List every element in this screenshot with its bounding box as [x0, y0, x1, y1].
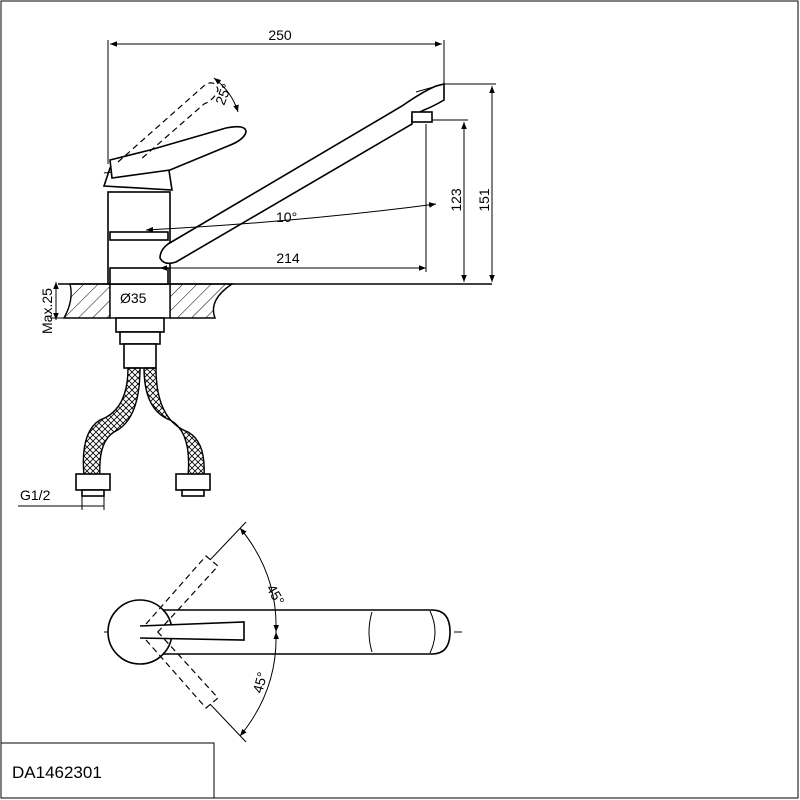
dim-total-height: 151 [476, 188, 492, 212]
countertop-section [58, 283, 492, 319]
lever-swivel-left [145, 555, 219, 635]
lever-handle [109, 125, 247, 179]
dim-swivel-left: 45° [263, 582, 287, 608]
dim-reach: 214 [276, 250, 300, 266]
dim-spout-height: 123 [448, 188, 464, 212]
dimension-lines [18, 40, 496, 510]
dim-swivel-right: 45° [249, 670, 270, 695]
dim-thread: G1/2 [20, 487, 51, 503]
faucet-body [102, 163, 173, 285]
dim-max-deck: Max.25 [39, 288, 55, 334]
lever-top [139, 621, 245, 641]
mounting-fittings [115, 317, 165, 369]
top-view: 45° 45° [104, 521, 462, 743]
dim-hole-diameter: Ø35 [120, 290, 147, 306]
flexible-hoses [75, 367, 211, 497]
spout [159, 82, 445, 265]
dim-total-length: 250 [268, 27, 292, 43]
lever-swivel-right [145, 629, 219, 709]
model-code: DA1462301 [12, 763, 102, 782]
side-view: 250 214 151 123 25° 10° Ø35 Max.25 G1/2 [18, 27, 496, 510]
dim-lever-angle: 25° [212, 81, 235, 107]
dim-spout-angle: 10° [276, 209, 297, 225]
spout-top [158, 609, 451, 655]
